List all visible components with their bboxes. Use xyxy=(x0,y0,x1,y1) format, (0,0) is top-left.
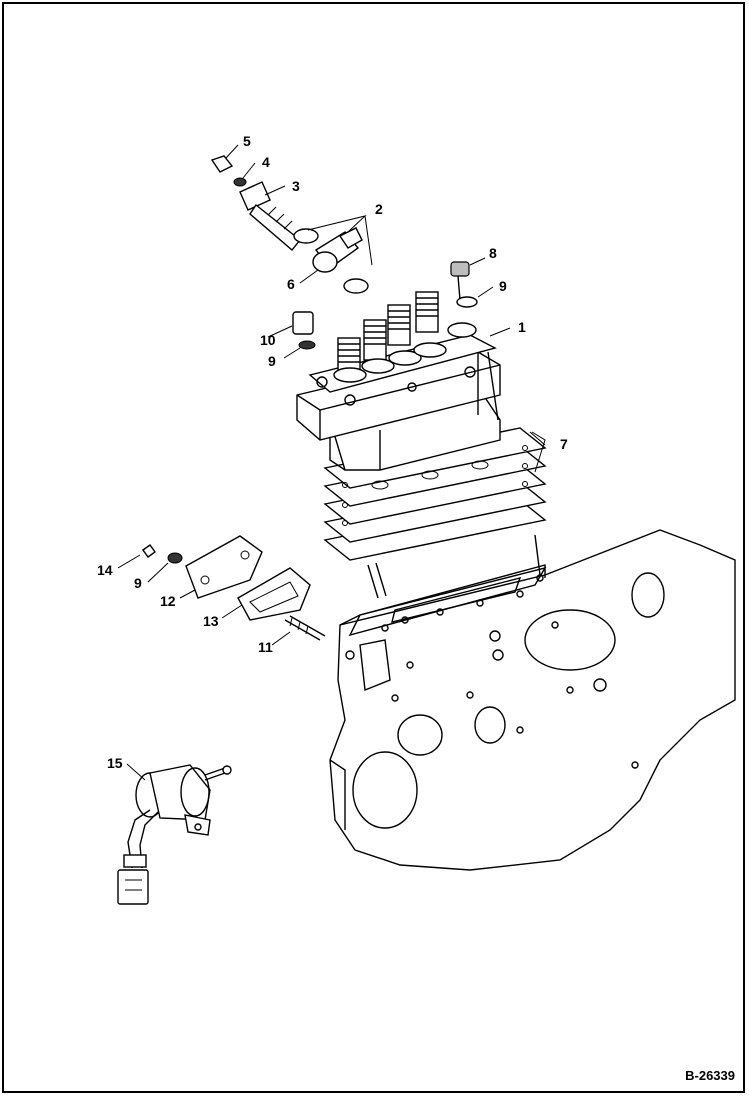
leader-lines xyxy=(117,144,546,781)
callout-12: 12 xyxy=(160,593,176,609)
callout-1: 1 xyxy=(518,319,526,335)
callout-11: 11 xyxy=(258,639,273,655)
callout-3: 3 xyxy=(292,178,300,194)
callout-5: 5 xyxy=(243,133,251,149)
callout-8: 8 xyxy=(489,245,497,261)
callout-9-left: 9 xyxy=(268,353,276,369)
injection-pump xyxy=(296,291,501,471)
banjo-fitting-parts xyxy=(210,155,369,294)
electric-fuel-pump xyxy=(117,764,232,905)
callout-10: 10 xyxy=(260,332,276,348)
callout-2: 2 xyxy=(375,201,383,217)
engine-block xyxy=(329,529,736,871)
callout-7: 7 xyxy=(560,436,568,452)
cover-plate-parts xyxy=(142,535,326,641)
bleed-screw-parts xyxy=(292,261,478,350)
callout-13: 13 xyxy=(203,613,219,629)
callout-numbers: 1 2 3 4 5 6 7 8 9 9 9 10 11 12 13 14 15 xyxy=(97,133,568,771)
callout-14: 14 xyxy=(97,562,113,578)
callout-9-lower: 9 xyxy=(134,575,142,591)
callout-9-upper-right: 9 xyxy=(499,278,507,294)
callout-4: 4 xyxy=(262,154,270,170)
figure-reference-number: B-26339 xyxy=(685,1068,735,1083)
callout-6: 6 xyxy=(287,276,295,292)
callout-15: 15 xyxy=(107,755,123,771)
